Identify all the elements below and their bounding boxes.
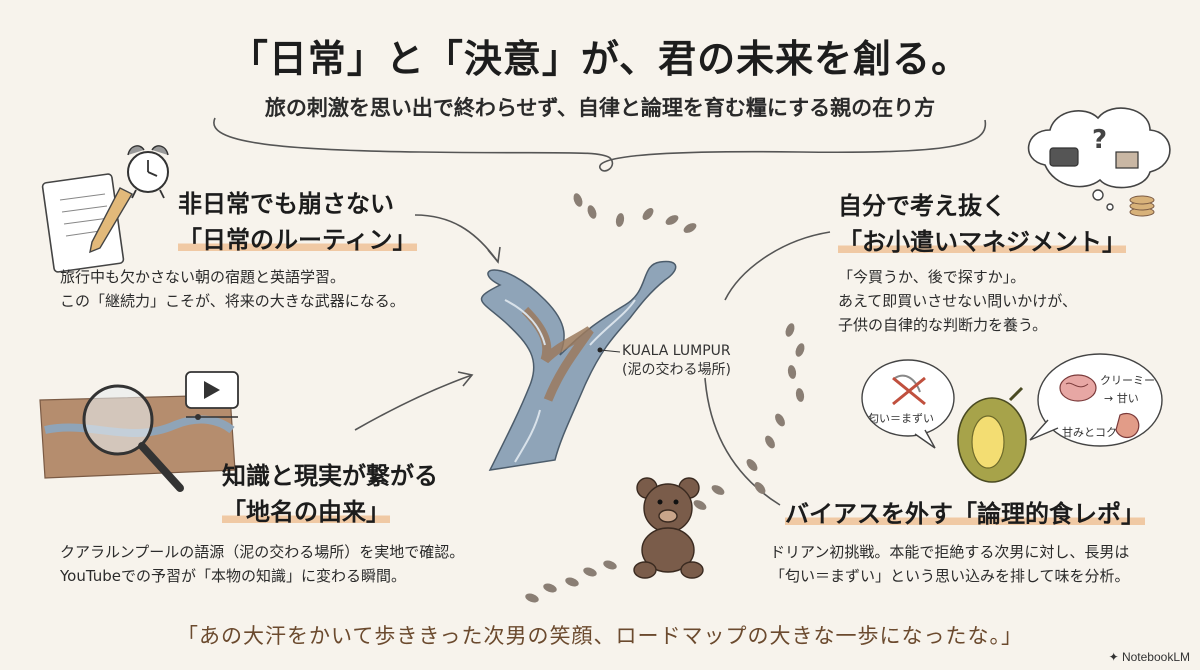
closing-quote: 「あの大汗をかいて歩ききった次男の笑顔、ロードマップの大きな一歩になったな。」 bbox=[176, 624, 1024, 648]
routine-heading-line2: 「日常のルーティン」 bbox=[178, 226, 417, 254]
bias-body-line: 「匂い＝まずい」という思い込みを排して味を分析。 bbox=[770, 567, 1130, 585]
bias-body-line: ドリアン初挑戦。本能で拒絶する次男に対し、長男は bbox=[770, 543, 1130, 561]
wallet-icon bbox=[1049, 147, 1079, 167]
notebooklm-logo-icon: ✦ bbox=[1108, 650, 1122, 664]
gift-box-icon bbox=[1115, 151, 1139, 169]
durian-slice-icon bbox=[1115, 412, 1140, 439]
brand-label: ✦ NotebookLM bbox=[1109, 650, 1190, 664]
teddy-bear-icon bbox=[633, 477, 704, 579]
money-heading-line1: 自分で考え抜く bbox=[838, 192, 1006, 220]
money-body: 「今買うか、後で探すか」。 あえて即買いさせない問いかけが、 子供の自律的な判断… bbox=[838, 265, 1077, 337]
coins-icon bbox=[1129, 195, 1155, 217]
money-body-line: 子供の自律的な判断力を養う。 bbox=[838, 316, 1048, 334]
brand-name: NotebookLM bbox=[1121, 650, 1190, 664]
magnifier-icon bbox=[82, 384, 184, 492]
alarm-clock-icon bbox=[127, 145, 169, 199]
creamy-label: クリーミー bbox=[1100, 374, 1155, 387]
city-name: KUALA LUMPUR bbox=[622, 343, 731, 359]
routine-body: 旅行中も欠かさない朝の宿題と英語学習。 この「継続力」こそが、将来の大きな武器に… bbox=[60, 265, 405, 313]
money-body-line: 「今買うか、後で探すか」。 bbox=[838, 268, 1026, 286]
kuala-lumpur-label: KUALA LUMPUR (泥の交わる場所) bbox=[622, 342, 731, 380]
knowledge-section: 知識と現実が繋がる 「地名の由来」 bbox=[222, 458, 438, 530]
sweet-label: → 甘い bbox=[1104, 392, 1139, 405]
knowledge-body: クアラルンプールの語源（泥の交わる場所）を実地で確認。 YouTubeでの予習が… bbox=[60, 540, 464, 588]
pencil-icon bbox=[89, 187, 133, 254]
river-confluence bbox=[480, 260, 677, 471]
svg-text:?: ? bbox=[1092, 125, 1107, 155]
page-subtitle: 旅の刺激を思い出で終わらせず、自律と論理を育む糧にする親の在り方 bbox=[264, 96, 936, 120]
depth-label: 甘みとコク bbox=[1062, 426, 1117, 439]
knowledge-heading-line1: 知識と現実が繋がる bbox=[222, 462, 438, 490]
routine-body-line: この「継続力」こそが、将来の大きな武器になる。 bbox=[60, 292, 405, 310]
subtitle-swoosh bbox=[213, 117, 987, 172]
bias-section: バイアスを外す「論理的食レポ」 bbox=[785, 496, 1145, 532]
cross-mark-icon bbox=[892, 376, 926, 406]
video-play-icon bbox=[185, 371, 239, 420]
smell-label: 匂い＝まずい bbox=[868, 412, 934, 425]
bias-heading: バイアスを外す「論理的食レポ」 bbox=[785, 500, 1145, 528]
smell-bubble bbox=[861, 359, 955, 449]
routine-heading-line1: 非日常でも崩さない bbox=[178, 190, 394, 218]
money-heading-line2: 「お小遣いマネジメント」 bbox=[838, 228, 1126, 256]
knowledge-body-line: クアラルンプールの語源（泥の交わる場所）を実地で確認。 bbox=[60, 543, 465, 561]
routine-body-line: 旅行中も欠かさない朝の宿題と英語学習。 bbox=[60, 268, 346, 286]
footprints-icon bbox=[525, 193, 805, 603]
knowledge-body-line: YouTubeでの予習が「本物の知識」に変わる瞬間。 bbox=[60, 567, 406, 585]
arrows bbox=[354, 214, 831, 506]
knowledge-heading-line2: 「地名の由来」 bbox=[222, 498, 390, 526]
money-section: 自分で考え抜く 「お小遣いマネジメント」 bbox=[838, 188, 1126, 260]
question-mark-icon: ? bbox=[1092, 125, 1107, 155]
money-body-line: あえて即買いさせない問いかけが、 bbox=[838, 292, 1077, 310]
durian-icon bbox=[957, 386, 1027, 483]
brain-icon bbox=[1059, 374, 1097, 402]
page-title: 「日常」と「決意」が、君の未来を創る。 bbox=[229, 37, 971, 81]
city-meaning: (泥の交わる場所) bbox=[622, 362, 731, 378]
routine-section: 非日常でも崩さない 「日常のルーティン」 bbox=[178, 186, 417, 258]
bias-body: ドリアン初挑戦。本能で拒絶する次男に対し、長男は 「匂い＝まずい」という思い込み… bbox=[770, 540, 1130, 588]
